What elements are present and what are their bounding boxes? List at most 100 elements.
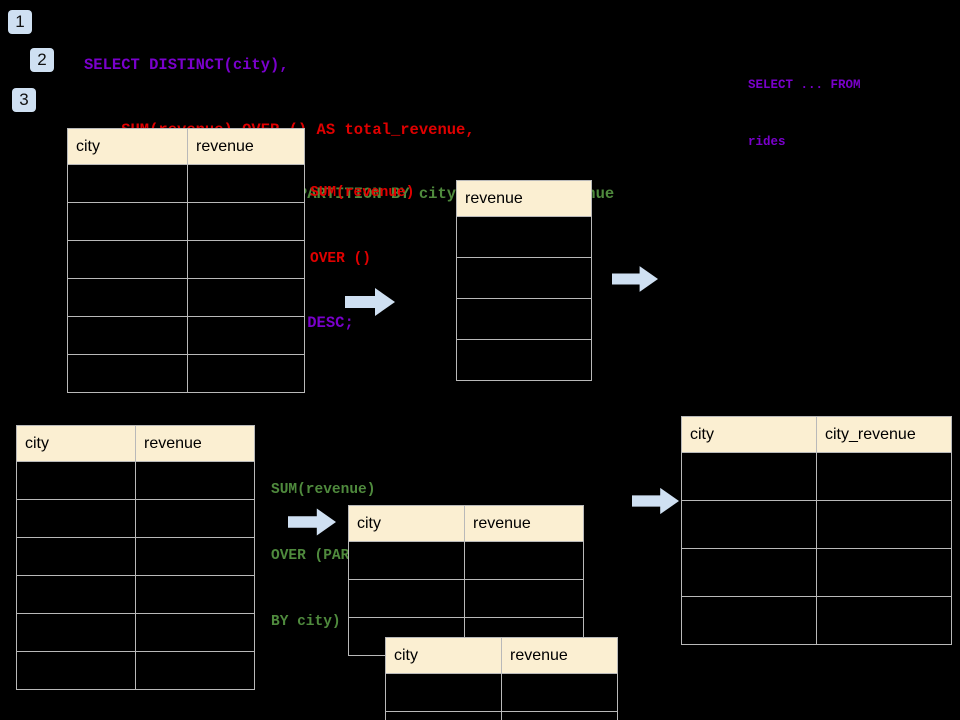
table-row (681, 596, 952, 645)
cell-city-revenue (816, 452, 952, 501)
cell-revenue (187, 202, 305, 241)
table-row (67, 316, 305, 355)
cell-revenue (187, 316, 305, 355)
table-row (385, 673, 618, 712)
column-header-city: city (385, 637, 502, 674)
table-row (681, 500, 952, 549)
cell-city (16, 575, 136, 614)
result-table: city city_revenue (681, 416, 952, 645)
table-header-row: city revenue (348, 505, 584, 542)
cell-revenue (135, 651, 255, 690)
cell-revenue (187, 240, 305, 279)
annotation-city-revenue-line-3: BY city) (271, 614, 341, 630)
cell-revenue (456, 298, 592, 340)
cell-city (67, 278, 188, 317)
step-badge-3-label: 3 (19, 90, 29, 109)
cell-city (385, 711, 502, 720)
sql-line-1: SELECT DISTINCT(city), (84, 56, 289, 74)
annotation-total-revenue-line-1: SUM(revenue) (310, 185, 415, 201)
table-row (681, 548, 952, 597)
table-row (67, 240, 305, 279)
cell-city (67, 316, 188, 355)
cell-city (385, 673, 502, 712)
column-header-revenue: revenue (501, 637, 618, 674)
step-badge-3: 3 (12, 88, 36, 112)
table-row (67, 164, 305, 203)
partition-table-a: city revenue (348, 505, 584, 656)
column-header-city: city (348, 505, 465, 542)
cell-city (16, 499, 136, 538)
column-header-revenue: revenue (187, 128, 305, 165)
table-row (348, 541, 584, 580)
revenue-aggregate-table: revenue (456, 180, 592, 381)
cell-city-revenue (816, 500, 952, 549)
step-badge-1: 1 (8, 10, 32, 34)
cell-city (348, 579, 465, 618)
table-header-row: city revenue (16, 425, 255, 462)
cell-revenue (501, 711, 618, 720)
table-row (385, 711, 618, 720)
column-header-city-revenue: city_revenue (816, 416, 952, 453)
column-header-city: city (16, 425, 136, 462)
rides-source-table-top: city revenue (67, 128, 305, 393)
arrow-rides-to-partition (288, 508, 336, 541)
table-row (16, 461, 255, 500)
cell-revenue (135, 575, 255, 614)
cell-revenue (135, 499, 255, 538)
table-row (348, 579, 584, 618)
cell-revenue (456, 216, 592, 258)
cell-revenue (464, 541, 584, 580)
step-badge-1-label: 1 (15, 12, 25, 31)
annotation-total-revenue: SUM(revenue) OVER () (310, 138, 414, 314)
column-header-city: city (681, 416, 817, 453)
table-row (681, 452, 952, 501)
cell-revenue (456, 339, 592, 381)
table-row (456, 216, 592, 258)
table-row (456, 298, 592, 340)
table-row (67, 354, 305, 393)
step-badge-2: 2 (30, 48, 54, 72)
cell-city (16, 537, 136, 576)
table-row (16, 613, 255, 652)
annotation-city-revenue: SUM(revenue) OVER (PARTITION BY city) (271, 435, 402, 677)
cell-revenue (464, 579, 584, 618)
step-badge-2-label: 2 (37, 50, 47, 69)
rides-source-table-bottom: city revenue (16, 425, 255, 690)
cell-city (16, 461, 136, 500)
column-header-revenue: revenue (135, 425, 255, 462)
cell-city-revenue (816, 596, 952, 645)
table-row (67, 278, 305, 317)
table-row (456, 339, 592, 381)
cell-city (681, 500, 817, 549)
table-header-row: city city_revenue (681, 416, 952, 453)
table-row (456, 257, 592, 299)
arrow-rides-to-revenue (345, 288, 395, 321)
cell-city (681, 452, 817, 501)
cell-revenue (135, 537, 255, 576)
cell-city (681, 596, 817, 645)
side-label-line-1: SELECT ... FROM (748, 78, 861, 92)
cell-revenue (501, 673, 618, 712)
cell-city (16, 651, 136, 690)
cell-revenue (187, 278, 305, 317)
table-header-row: city revenue (67, 128, 305, 165)
cell-city (16, 613, 136, 652)
annotation-total-revenue-line-2: OVER () (310, 251, 371, 267)
cell-revenue (187, 164, 305, 203)
cell-city (67, 164, 188, 203)
arrow-partition-to-result (632, 487, 679, 520)
cell-city-revenue (816, 548, 952, 597)
table-row (67, 202, 305, 241)
cell-city (67, 240, 188, 279)
column-header-revenue: revenue (456, 180, 592, 217)
cell-city (67, 202, 188, 241)
table-row (16, 537, 255, 576)
table-header-row: city revenue (385, 637, 618, 674)
side-label-select-from-rides: SELECT ... FROM rides (748, 38, 861, 190)
column-header-city: city (67, 128, 188, 165)
cell-revenue (456, 257, 592, 299)
cell-city (348, 541, 465, 580)
table-row (16, 499, 255, 538)
cell-revenue (187, 354, 305, 393)
